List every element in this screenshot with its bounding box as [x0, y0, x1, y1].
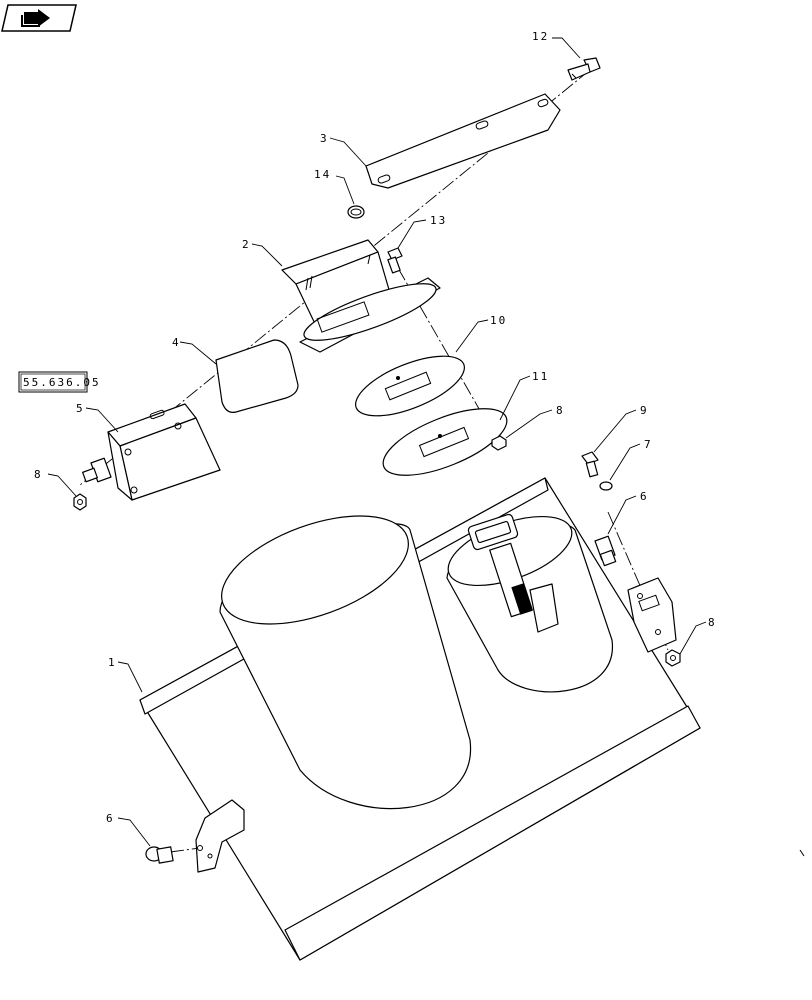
svg-text:6: 6 — [640, 490, 649, 503]
svg-text:8: 8 — [556, 404, 565, 417]
callout-12: 12 — [532, 30, 581, 59]
part-9-screw — [581, 451, 599, 478]
callout-8-center: 8 — [505, 404, 565, 439]
callout-10: 10 — [455, 314, 507, 353]
svg-text:8: 8 — [34, 468, 43, 481]
svg-text:2: 2 — [242, 238, 251, 251]
part-2-bracket — [281, 239, 441, 353]
svg-text:6: 6 — [106, 812, 115, 825]
svg-text:11: 11 — [532, 370, 549, 383]
part-4-pad — [215, 339, 299, 413]
part-6-latch-lower — [145, 846, 174, 864]
back-navigation-button[interactable] — [1, 4, 77, 32]
svg-text:1: 1 — [108, 656, 117, 669]
svg-text:10: 10 — [490, 314, 507, 327]
callout-7: 7 — [609, 438, 653, 481]
part-11-plate — [382, 408, 508, 476]
callout-6-upper: 6 — [607, 490, 649, 535]
callout-1: 1 — [108, 656, 143, 693]
part-5-switch-box — [82, 403, 221, 501]
callout-3: 3 — [320, 132, 367, 167]
part-13-bolt — [387, 247, 403, 274]
part-8-nut-center — [491, 435, 507, 451]
part-8-nut-left — [73, 493, 87, 511]
svg-text:13: 13 — [430, 214, 447, 227]
callout-9: 9 — [593, 404, 649, 453]
svg-text:14: 14 — [314, 168, 331, 181]
back-arrow-icon — [21, 9, 50, 27]
svg-text:5: 5 — [76, 402, 85, 415]
part-7-washer — [599, 481, 613, 491]
part-10-gasket — [354, 355, 466, 417]
callout-6-lower: 6 — [106, 812, 151, 847]
callout-5: 5 — [76, 402, 119, 433]
callout-11: 11 — [499, 370, 549, 421]
svg-text:4: 4 — [172, 336, 181, 349]
callout-8-right: 8 — [679, 616, 717, 655]
reference-label: 55.636.05 — [23, 376, 101, 389]
callout-14: 14 — [314, 168, 355, 205]
center-line-bracket — [607, 511, 669, 651]
svg-text:9: 9 — [640, 404, 649, 417]
edge-mark — [799, 849, 805, 857]
part-1-panel — [139, 477, 701, 961]
part-14-clip — [347, 205, 365, 219]
callout-8-left: 8 — [34, 468, 77, 497]
part-6-latch-upper — [594, 535, 677, 653]
callout-2: 2 — [242, 238, 283, 267]
center-line-latch — [169, 847, 201, 853]
callout-4: 4 — [172, 336, 217, 365]
callout-13: 13 — [397, 214, 447, 249]
svg-text:8: 8 — [708, 616, 717, 629]
part-12-bolt — [567, 57, 601, 81]
part-8-nut-right — [665, 649, 681, 667]
svg-text:7: 7 — [644, 438, 653, 451]
svg-text:3: 3 — [320, 132, 329, 145]
reference-box[interactable]: 55.636.05 — [18, 371, 101, 393]
part-3-strap — [365, 93, 561, 189]
svg-text:12: 12 — [532, 30, 549, 43]
